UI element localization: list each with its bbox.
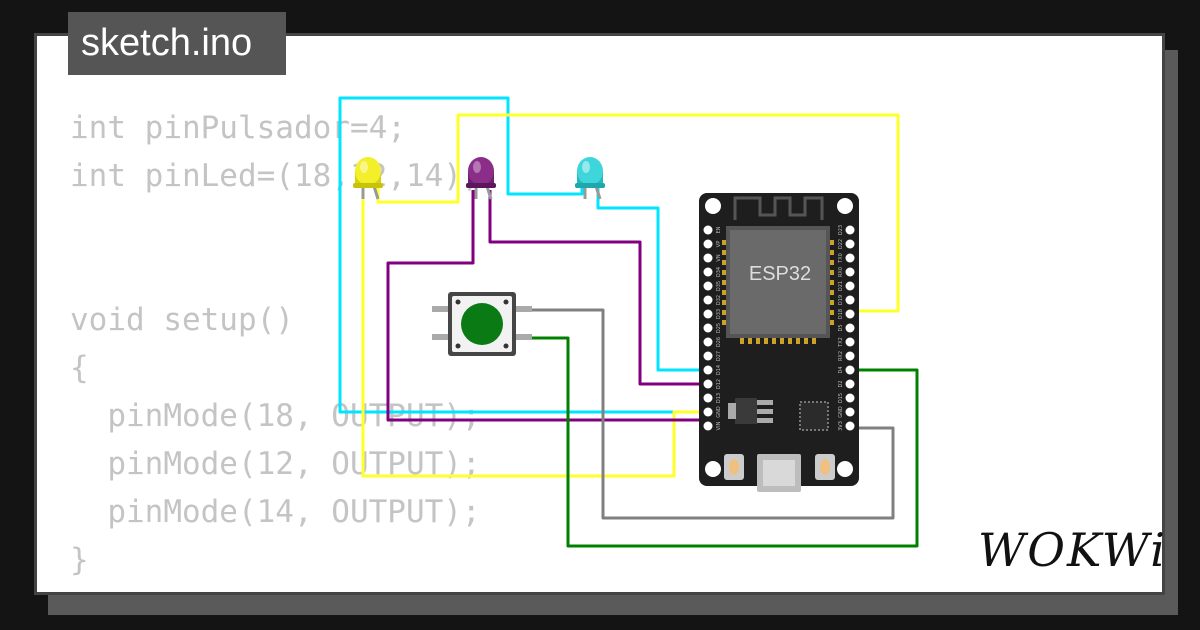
pin-label: VN bbox=[716, 254, 722, 261]
file-tab[interactable]: sketch.ino bbox=[68, 12, 286, 75]
pin-label: RX2 bbox=[838, 351, 844, 361]
wokwi-logo: WOKWi bbox=[978, 523, 1167, 577]
pin-hole[interactable] bbox=[703, 225, 713, 235]
voltage-regulator bbox=[728, 398, 773, 424]
pin-label: VIN bbox=[716, 421, 722, 430]
pin-hole[interactable] bbox=[845, 407, 855, 417]
pin-label: D35 bbox=[716, 281, 722, 291]
esp32-board[interactable]: ESP32 ENVPVND34D35D32D33D25D26D27D14D12D… bbox=[699, 193, 859, 492]
pin-label: GND bbox=[838, 406, 844, 418]
pin-hole[interactable] bbox=[703, 295, 713, 305]
pin-label: D22 bbox=[838, 239, 844, 249]
purple-led[interactable] bbox=[466, 157, 496, 200]
pin-hole[interactable] bbox=[703, 421, 713, 431]
boot-button[interactable] bbox=[815, 454, 835, 480]
code-line: int pinLed=(18,12,14); bbox=[70, 158, 481, 194]
pin-hole[interactable] bbox=[703, 323, 713, 333]
pin-label: TX0 bbox=[838, 253, 844, 264]
pin-label: EN bbox=[716, 226, 722, 233]
pushbutton-cap[interactable] bbox=[461, 303, 503, 345]
preview-card: int pinPulsador=4; int pinLed=(18,12,14);… bbox=[34, 33, 1165, 595]
pin-hole[interactable] bbox=[845, 421, 855, 431]
pin-label: D23 bbox=[838, 225, 844, 235]
pin-hole[interactable] bbox=[845, 267, 855, 277]
pin-hole[interactable] bbox=[703, 365, 713, 375]
code-line: void setup() bbox=[70, 302, 294, 338]
pin-hole[interactable] bbox=[703, 309, 713, 319]
pin-label: D21 bbox=[838, 281, 844, 291]
chip-label: ESP32 bbox=[749, 263, 811, 285]
code-line: pinMode(18, OUTPUT); bbox=[70, 398, 481, 434]
pin-hole[interactable] bbox=[845, 253, 855, 263]
pin-label: D27 bbox=[716, 351, 722, 361]
pin-label: D15 bbox=[838, 393, 844, 403]
wire-purple-d12[interactable] bbox=[488, 190, 708, 386]
pin-hole[interactable] bbox=[845, 281, 855, 291]
micro-usb-port[interactable] bbox=[757, 454, 801, 492]
pin-label: D5 bbox=[838, 324, 844, 331]
pin-hole[interactable] bbox=[845, 309, 855, 319]
pin-label: D4 bbox=[838, 366, 844, 373]
pin-label: 3V3 bbox=[838, 421, 844, 431]
pushbutton[interactable] bbox=[432, 292, 532, 356]
pin-hole[interactable] bbox=[845, 351, 855, 361]
wire-yellow-gnd[interactable] bbox=[361, 188, 708, 478]
pin-hole[interactable] bbox=[703, 239, 713, 249]
code-line: void loop() bbox=[70, 584, 481, 592]
pin-label: D32 bbox=[716, 295, 722, 305]
pin-hole[interactable] bbox=[845, 379, 855, 389]
pin-hole[interactable] bbox=[845, 295, 855, 305]
pin-label: RX0 bbox=[838, 267, 844, 277]
en-button[interactable] bbox=[724, 454, 744, 480]
wire-cyan-d14[interactable] bbox=[596, 186, 708, 372]
module-pads bbox=[722, 240, 834, 344]
cyan-led[interactable] bbox=[575, 157, 605, 200]
pin-hole[interactable] bbox=[703, 253, 713, 263]
wire-purple-gnd[interactable] bbox=[386, 190, 708, 422]
pin-label: D33 bbox=[716, 309, 722, 319]
pin-hole[interactable] bbox=[845, 393, 855, 403]
pin-hole[interactable] bbox=[703, 267, 713, 277]
pin-hole[interactable] bbox=[845, 365, 855, 375]
wire-green-d4[interactable] bbox=[520, 336, 919, 548]
pin-label: D25 bbox=[716, 323, 722, 333]
pin-label: D34 bbox=[716, 267, 722, 277]
pin-hole[interactable] bbox=[845, 323, 855, 333]
yellow-led[interactable] bbox=[353, 157, 383, 200]
code-line: pinMode(14, OUTPUT); bbox=[70, 494, 481, 530]
pin-hole[interactable] bbox=[845, 239, 855, 249]
pin-label: D14 bbox=[716, 365, 722, 375]
code-line: } bbox=[70, 542, 89, 578]
pin-label: D13 bbox=[716, 393, 722, 403]
pin-hole[interactable] bbox=[703, 281, 713, 291]
wire-gray-3v3[interactable] bbox=[520, 308, 895, 520]
wire-yellow-d18[interactable] bbox=[376, 113, 900, 313]
pin-label: D26 bbox=[716, 337, 722, 347]
pin-hole[interactable] bbox=[845, 225, 855, 235]
pin-label: D2 bbox=[838, 380, 844, 387]
pin-hole[interactable] bbox=[703, 393, 713, 403]
pin-hole[interactable] bbox=[703, 337, 713, 347]
pin-hole[interactable] bbox=[703, 351, 713, 361]
pin-hole[interactable] bbox=[703, 379, 713, 389]
wire-cyan-gnd[interactable] bbox=[338, 96, 708, 414]
usb-uart-chip bbox=[799, 401, 829, 431]
pin-label: GND bbox=[716, 406, 722, 418]
pin-hole[interactable] bbox=[703, 407, 713, 417]
pin-label: D12 bbox=[716, 379, 722, 389]
pin-hole[interactable] bbox=[845, 337, 855, 347]
code-line: int pinPulsador=4; bbox=[70, 110, 406, 146]
pin-label: TX2 bbox=[838, 337, 844, 348]
pin-label: D18 bbox=[838, 309, 844, 319]
pin-label: D19 bbox=[838, 295, 844, 305]
pin-label: VP bbox=[716, 241, 722, 247]
code-line: { bbox=[70, 350, 89, 386]
